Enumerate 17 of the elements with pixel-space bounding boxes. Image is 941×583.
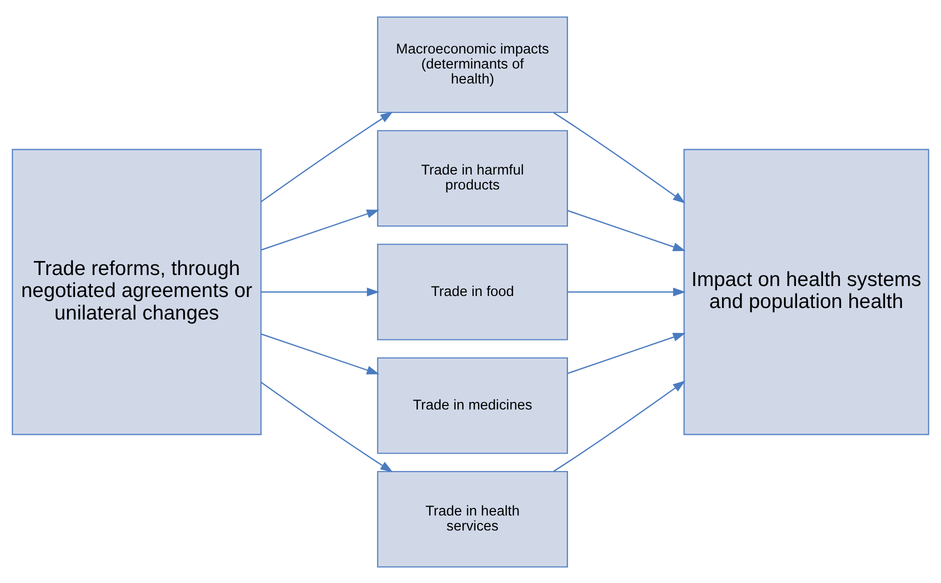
node-box: Trade in health services bbox=[377, 470, 568, 568]
arrow bbox=[260, 209, 380, 250]
node-box: Trade in harmful products bbox=[377, 130, 568, 226]
arrow bbox=[260, 381, 393, 472]
arrow bbox=[568, 210, 686, 251]
node-box: Trade reforms, through negotiated agreements or unilateral changes bbox=[12, 148, 262, 435]
node-box: Trade in medicines bbox=[377, 356, 568, 454]
arrow bbox=[260, 111, 393, 202]
node-box: Macroeconomic impacts (determinants of health) bbox=[377, 16, 568, 113]
arrow bbox=[568, 332, 686, 374]
arrow bbox=[553, 112, 686, 203]
node-box: Impact on health systems and population health bbox=[683, 148, 930, 435]
node-box: Trade in food bbox=[377, 243, 568, 340]
arrow bbox=[260, 332, 380, 374]
arrow bbox=[568, 287, 686, 296]
arrow bbox=[261, 287, 380, 296]
arrow bbox=[553, 380, 686, 472]
